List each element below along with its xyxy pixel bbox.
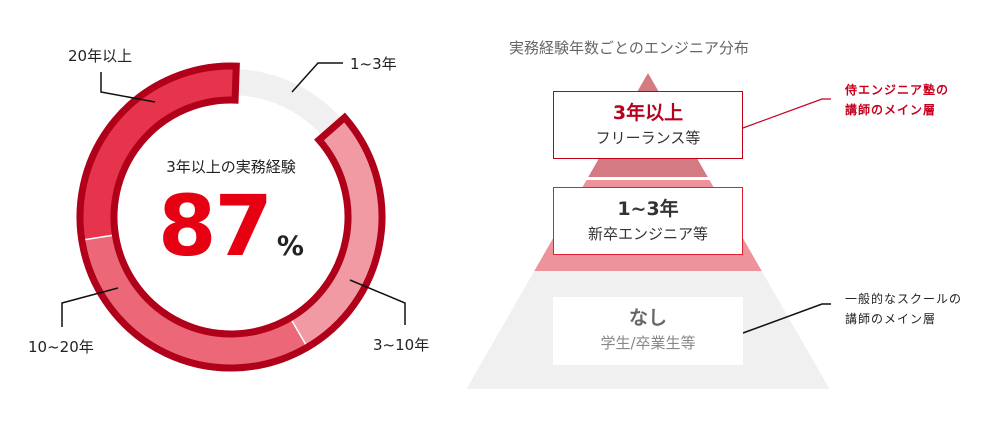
note-leader-line — [742, 98, 831, 129]
note-line: 講師のメイン層 — [845, 103, 937, 117]
donut-slice — [235, 69, 343, 137]
note-general: 一般的なスクールの 講師のメイン層 — [845, 289, 962, 329]
tier-box-none: なし 学生/卒業生等 — [553, 297, 743, 365]
tier-sub: 新卒エンジニア等 — [587, 225, 708, 243]
tier-main: 3年以上 — [612, 102, 684, 124]
note-line: 講師のメイン層 — [845, 312, 937, 326]
tier-sub: 学生/卒業生等 — [600, 334, 696, 352]
donut-slice — [290, 117, 382, 348]
donut-slice — [80, 65, 237, 241]
donut-label-3-10: 3~10年 — [373, 336, 430, 354]
donut-label-20-plus: 20年以上 — [68, 47, 133, 65]
tier-sub: フリーランス等 — [595, 129, 701, 147]
donut-divider — [81, 234, 116, 241]
donut-label-10-20: 10~20年 — [28, 338, 94, 356]
donut-center-value: 87 — [158, 177, 273, 275]
donut-center-unit: % — [276, 231, 304, 262]
donut-leader-line — [61, 287, 119, 327]
tier-box-1-3: 1~3年 新卒エンジニア等 — [553, 187, 743, 255]
donut-label-1-3: 1~3年 — [350, 55, 397, 73]
note-samurai: 侍エンジニア塾の 講師のメイン層 — [845, 80, 949, 120]
donut-leader-line — [349, 279, 406, 325]
donut-leader-line — [100, 72, 156, 103]
donut-center-caption: 3年以上の実務経験 — [166, 158, 296, 176]
tier-box-3-plus: 3年以上 フリーランス等 — [553, 91, 743, 159]
donut-highlight-outline — [76, 62, 386, 372]
donut-divider — [289, 317, 309, 348]
note-line: 侍エンジニア塾の — [845, 83, 950, 97]
donut-center-value-row: 87 % — [111, 184, 351, 268]
tier-main: 1~3年 — [617, 198, 679, 220]
tier-main: なし — [628, 307, 667, 329]
note-leader-line — [742, 303, 831, 334]
pyramid-title: 実務経験年数ごとのエンジニア分布 — [509, 39, 749, 57]
note-line: 一般的なスクールの — [845, 292, 963, 306]
donut-leader-line — [291, 62, 343, 93]
